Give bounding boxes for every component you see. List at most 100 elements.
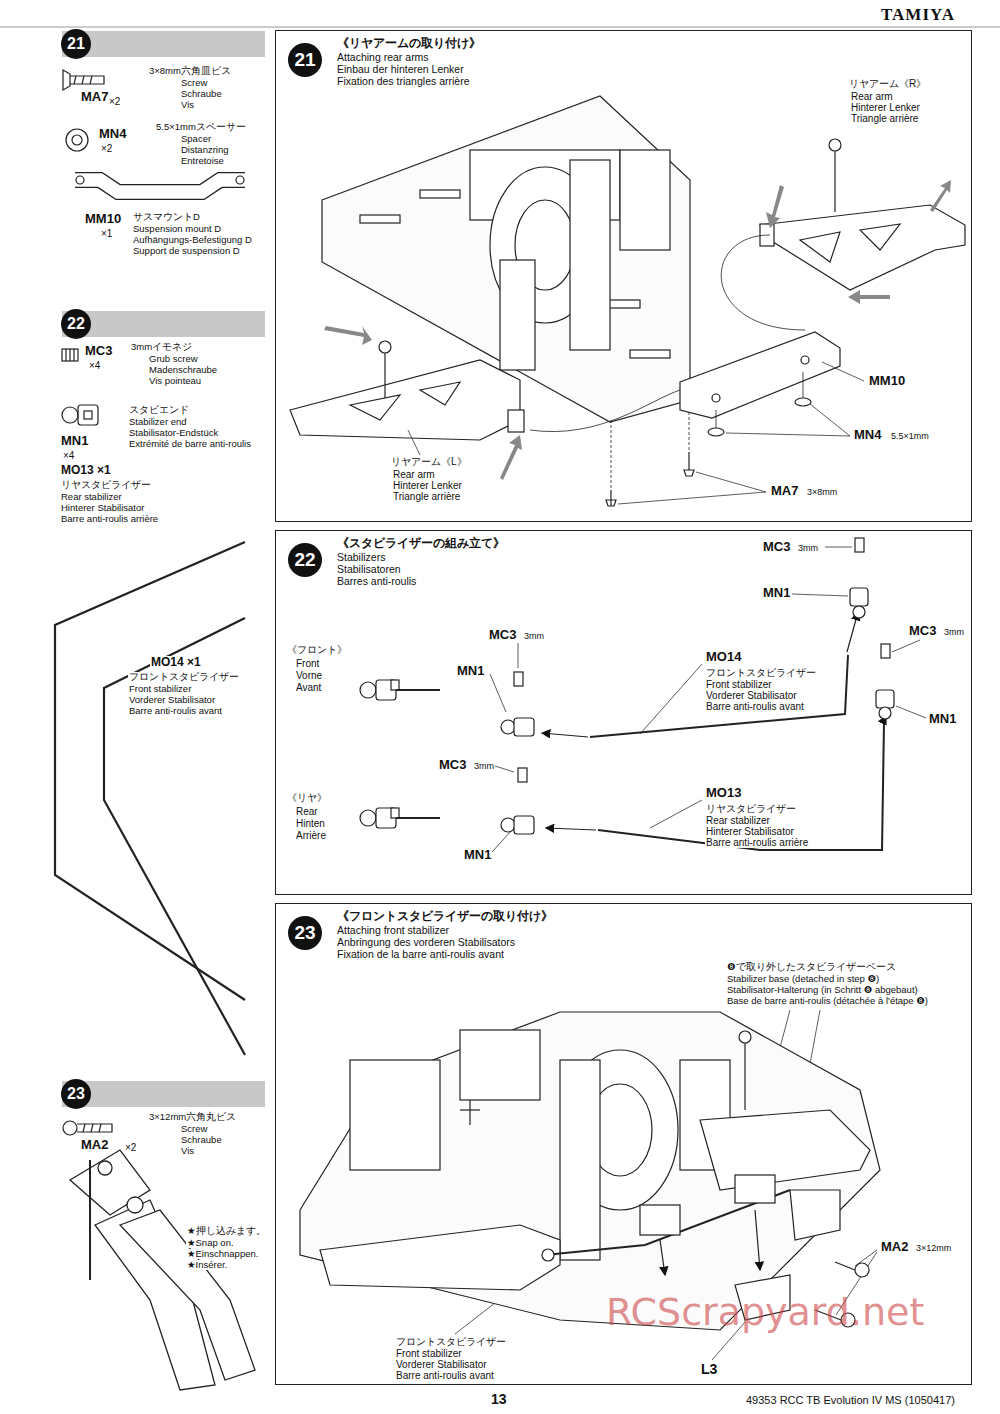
part-label: スタビエンド — [128, 405, 190, 415]
rear-arm-illustration — [630, 350, 670, 358]
front-chassis-illustration — [735, 1175, 775, 1203]
watermark: RCScrapyard.net — [605, 1292, 925, 1334]
front-chassis-illustration — [660, 1240, 665, 1275]
part-code: MO13 ×1 — [60, 464, 112, 477]
part-label: Stabilisator-Halterung (in Schritt ❽ abg… — [726, 985, 919, 995]
part-label: Front stabilizer — [395, 1348, 463, 1359]
rear-arm-illustration — [801, 356, 809, 364]
part-label: 《リヤ》 — [286, 792, 328, 803]
part-label: Barre anti-roulis arrière — [60, 514, 159, 524]
part-label: 3×8mm — [806, 488, 838, 498]
stabilizer-illustration — [514, 718, 534, 736]
part-code: MC3 — [488, 628, 517, 642]
parts-icons — [75, 180, 245, 192]
parts-icons — [63, 70, 70, 90]
part-label: Vorderer Stabilisator — [705, 690, 798, 701]
header-rule — [0, 27, 1000, 28]
step-title: 《スタビライザーの組み立て》 — [336, 537, 506, 550]
part-label: Vis pointeau — [148, 376, 202, 386]
part-code: MC3 — [908, 624, 937, 638]
stabilizer-illustration — [396, 689, 440, 691]
front-chassis-illustration — [835, 1262, 855, 1270]
assembly-guide-lines — [530, 390, 680, 432]
leader-lines — [822, 362, 864, 381]
step-number: 22 — [288, 543, 322, 577]
part-label: ×2 — [124, 1142, 137, 1153]
rear-arm-illustration — [688, 452, 689, 470]
stabilizer-illustration — [360, 682, 376, 698]
part-label: Rear arm — [850, 91, 894, 102]
front-chassis-illustration — [640, 1205, 680, 1235]
part-code: MN1 — [60, 434, 89, 448]
part-label: 3mm — [943, 628, 965, 638]
insertion-arrows — [324, 180, 951, 480]
part-code: MN1 — [456, 664, 485, 678]
step-title: Barres anti-roulis — [336, 576, 417, 588]
callout-number: 21 — [61, 29, 91, 59]
part-label: 3mm — [523, 632, 545, 642]
stabilizer-illustration — [876, 690, 894, 708]
part-label: フロントスタビライザー — [705, 667, 817, 678]
front-chassis-illustration — [560, 1060, 600, 1260]
front-chassis-illustration — [855, 1263, 869, 1277]
part-label: Vorderer Stabilisator — [128, 695, 216, 705]
step-title: Fixation des triangles arrière — [336, 76, 470, 88]
part-label: Screw — [180, 1124, 208, 1134]
stabilizer-illustration — [542, 733, 588, 737]
stabilizer-illustration — [546, 828, 596, 830]
part-label: Rear stabilizer — [705, 815, 771, 826]
front-chassis-illustration — [300, 1012, 880, 1330]
step-title: Stabilizers — [336, 552, 386, 564]
step-bars — [62, 311, 265, 337]
callout-number: 22 — [61, 309, 91, 339]
part-label: 3mmイモネジ — [130, 342, 193, 352]
parts-icons — [62, 407, 78, 423]
front-chassis-illustration — [300, 1012, 880, 1330]
step-title: Anbringung des vorderen Stabilisators — [336, 937, 516, 949]
rear-arm-illustration — [829, 139, 841, 151]
parts-icons — [82, 76, 84, 84]
insertion-arrows — [848, 290, 890, 304]
parts-icons — [55, 542, 245, 1000]
leader-lines — [892, 640, 920, 652]
stabilizer-illustration — [360, 538, 894, 850]
leader-lines — [896, 706, 926, 718]
parts-icons — [70, 76, 104, 84]
part-code: MN1 — [762, 586, 791, 600]
rear-arm-illustration — [420, 190, 460, 198]
assembly-guide-lines — [721, 235, 805, 330]
part-label: Barre anti-roulis avant — [705, 701, 805, 712]
part-label: Spacer — [180, 134, 212, 144]
part-label: Aufhängungs-Befestigung D — [132, 235, 253, 245]
part-code: MM10 — [868, 374, 906, 388]
part-label: Rear arm — [392, 469, 436, 480]
insertion-arrows — [766, 185, 784, 228]
step-title: 《フロントスタビライザーの取り付け》 — [336, 910, 554, 923]
front-chassis-illustration — [700, 1110, 870, 1190]
part-label: 3×12mm六角丸ビス — [148, 1112, 237, 1122]
rear-arm-illustration — [834, 148, 835, 212]
part-label: Hinterer Stabilisator — [705, 826, 795, 837]
part-code: MO14 — [705, 650, 742, 664]
part-label: Front stabilizer — [128, 684, 192, 694]
pliers-illustration — [70, 1150, 255, 1390]
part-label: Support de suspension D — [132, 246, 241, 256]
stabilizer-illustration — [501, 818, 515, 832]
front-chassis-illustration — [460, 1030, 540, 1100]
part-code: MC3 — [438, 758, 467, 772]
leader-lines — [492, 830, 512, 852]
rear-arm-illustration — [800, 232, 840, 262]
parts-icons — [72, 135, 82, 145]
parts-icons — [90, 76, 92, 84]
insertion-arrows — [930, 180, 951, 212]
rear-arm-illustration — [760, 205, 965, 290]
stabilizer-illustration — [391, 808, 399, 818]
parts-icons — [84, 411, 92, 419]
pliers-illustration — [98, 1161, 112, 1175]
stabilizer-illustration — [879, 707, 891, 719]
rear-arm-illustration — [620, 150, 670, 250]
part-label: Vorderer Stabilisator — [395, 1359, 488, 1370]
part-label: 3×8mm六角皿ビス — [148, 66, 232, 76]
step-number: 21 — [288, 43, 322, 77]
part-label: Barre anti-roulis avant — [128, 706, 223, 716]
